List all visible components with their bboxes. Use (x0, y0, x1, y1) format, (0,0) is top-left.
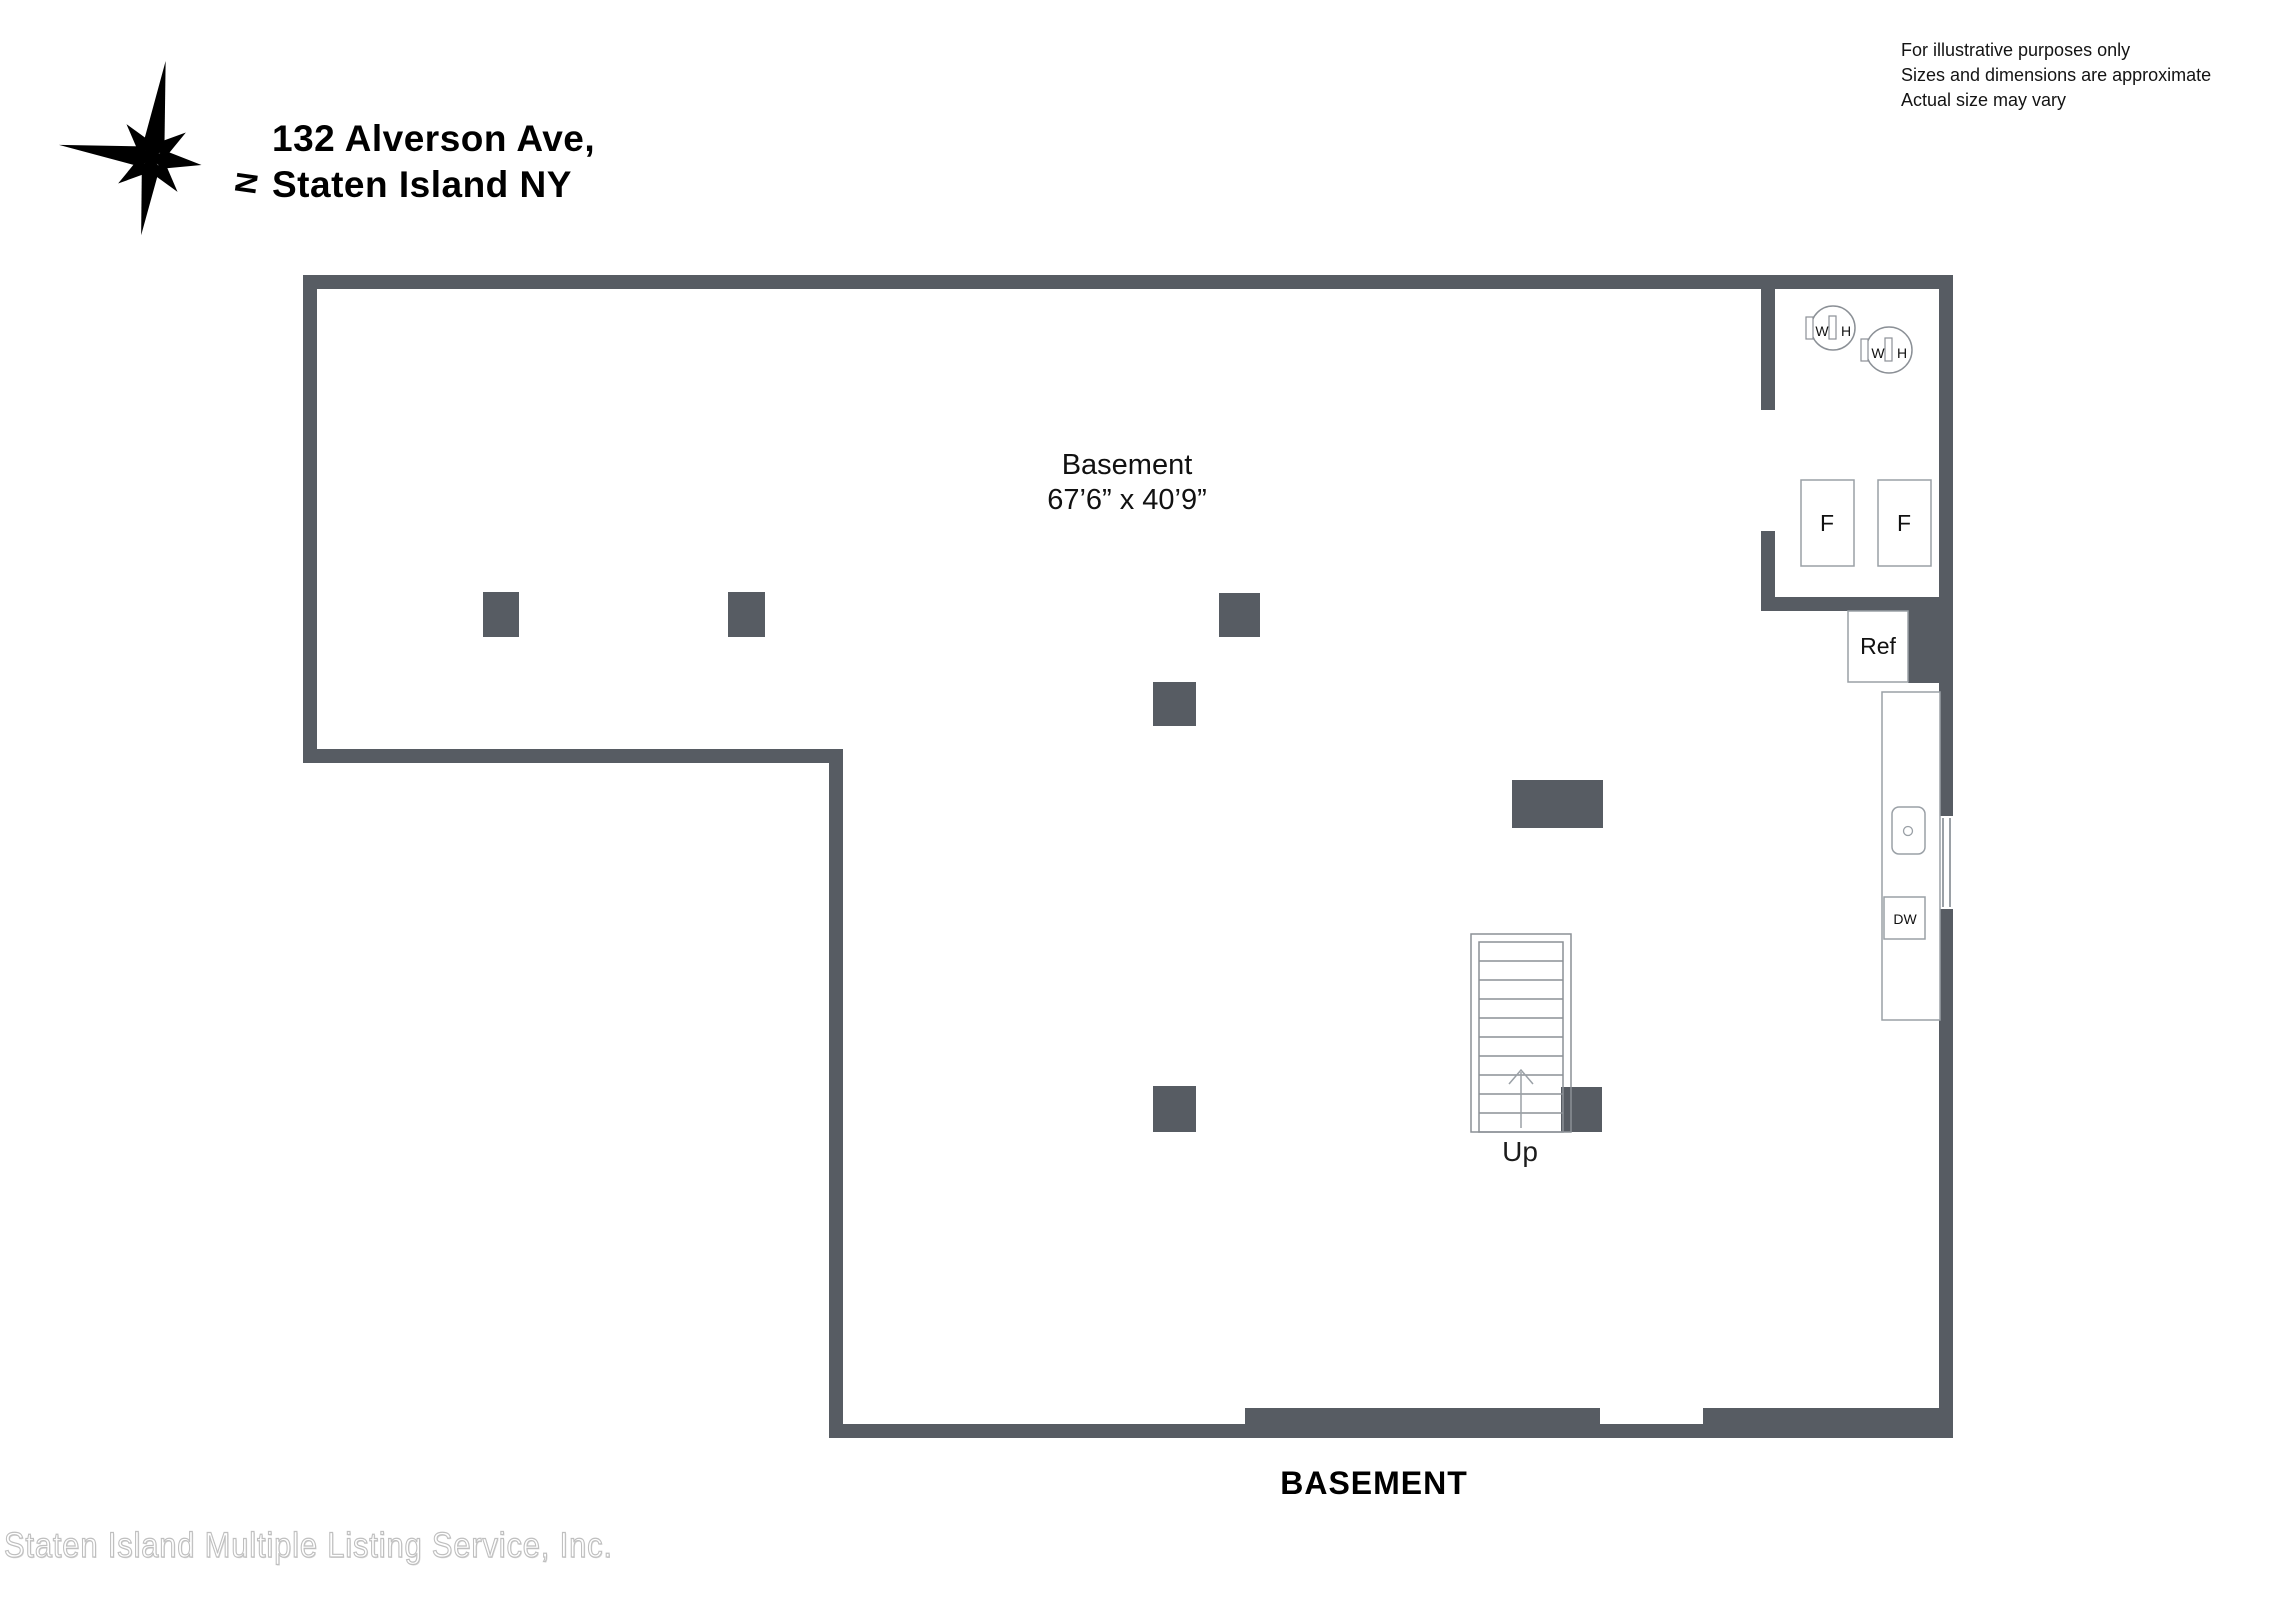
up-arrow-icon (1508, 1068, 1534, 1128)
compass-south-point (141, 156, 160, 236)
compass-rose-icon (58, 60, 202, 236)
compass-nw-point (126, 124, 156, 155)
column-2 (728, 592, 765, 637)
window (1938, 816, 1954, 909)
freezer-1-box (1800, 479, 1855, 567)
freezer-2-box (1877, 479, 1932, 567)
disclaimer-line-3: Actual size may vary (1901, 90, 2067, 110)
water-heater-1-valve-left (1805, 316, 1814, 340)
property-address: 132 Alverson Ave, Staten Island NY (272, 116, 595, 208)
compass-se-point (148, 161, 178, 192)
water-heater-2: W H (1860, 326, 1913, 374)
column-4 (1153, 682, 1196, 726)
water-heater-2-w: W (1871, 345, 1885, 361)
dishwasher-label: DW (1893, 911, 1917, 927)
wall-midleft-horizontal (303, 749, 843, 763)
compass-west-point (58, 144, 154, 167)
column-1 (483, 592, 519, 637)
column-5 (1153, 1086, 1196, 1132)
address-line-1: 132 Alverson Ave, (272, 118, 596, 159)
wall-utility-left-lower (1761, 531, 1775, 611)
wall-bottom-ledge-2 (1703, 1408, 1953, 1425)
water-heater-2-valve-mid (1884, 337, 1893, 362)
refrigerator: Ref (1847, 610, 1909, 683)
disclaimer: For illustrative purposes only Sizes and… (1901, 38, 2211, 113)
freezer-2: F (1877, 479, 1932, 567)
water-heater-2-h: H (1897, 345, 1907, 361)
column-3 (1219, 593, 1260, 637)
water-heater-1-w: W (1815, 323, 1829, 339)
column-wide (1512, 780, 1603, 828)
refrigerator-box (1847, 610, 1909, 683)
wall-chimney-block (1908, 611, 1953, 683)
room-name-label: Basement (1062, 449, 1193, 481)
freezer-2-label: F (1897, 510, 1911, 536)
water-heater-1-valve-mid (1828, 315, 1837, 340)
staircase: Up (1470, 933, 1572, 1167)
stairs-up-label: Up (1502, 1136, 1538, 1167)
water-heater-1: W H (1805, 305, 1856, 351)
floor-title: BASEMENT (1280, 1465, 1468, 1501)
column-stairs (1561, 1087, 1602, 1132)
wall-utility-bottom (1761, 597, 1940, 611)
wall-bottom-ledge-1 (1245, 1408, 1600, 1425)
sink-drain-icon (1902, 825, 1914, 837)
address-line-2: Staten Island NY (272, 164, 572, 205)
kitchen-counter: DW (1881, 691, 1941, 1021)
wall-left (303, 275, 317, 763)
water-heater-1-h: H (1841, 323, 1851, 339)
compass-ne-point (151, 132, 186, 158)
wall-top (303, 275, 1953, 289)
compass-north-label: N (228, 170, 264, 196)
watermark: Staten Island Multiple Listing Service, … (3, 1525, 613, 1565)
freezer-1: F (1800, 479, 1855, 567)
wall-right-lower (1939, 907, 1953, 1438)
dishwasher-box (1883, 896, 1926, 940)
wall-utility-left-upper (1761, 289, 1775, 410)
wall-right-upper (1939, 275, 1953, 818)
compass-sw-point (118, 158, 153, 184)
wall-bottom (829, 1424, 1953, 1438)
counter-box (1881, 691, 1941, 1021)
freezer-1-label: F (1820, 510, 1834, 536)
disclaimer-line-1: For illustrative purposes only (1901, 40, 2131, 60)
room-dimensions-label: 67’6” x 40’9” (1047, 484, 1207, 516)
compass-north-point (142, 60, 166, 160)
refrigerator-label: Ref (1860, 633, 1896, 659)
water-heater-2-valve-left (1860, 338, 1869, 362)
wall-lowerleft-vertical (829, 749, 843, 1438)
disclaimer-line-2: Sizes and dimensions are approximate (1901, 65, 2212, 85)
